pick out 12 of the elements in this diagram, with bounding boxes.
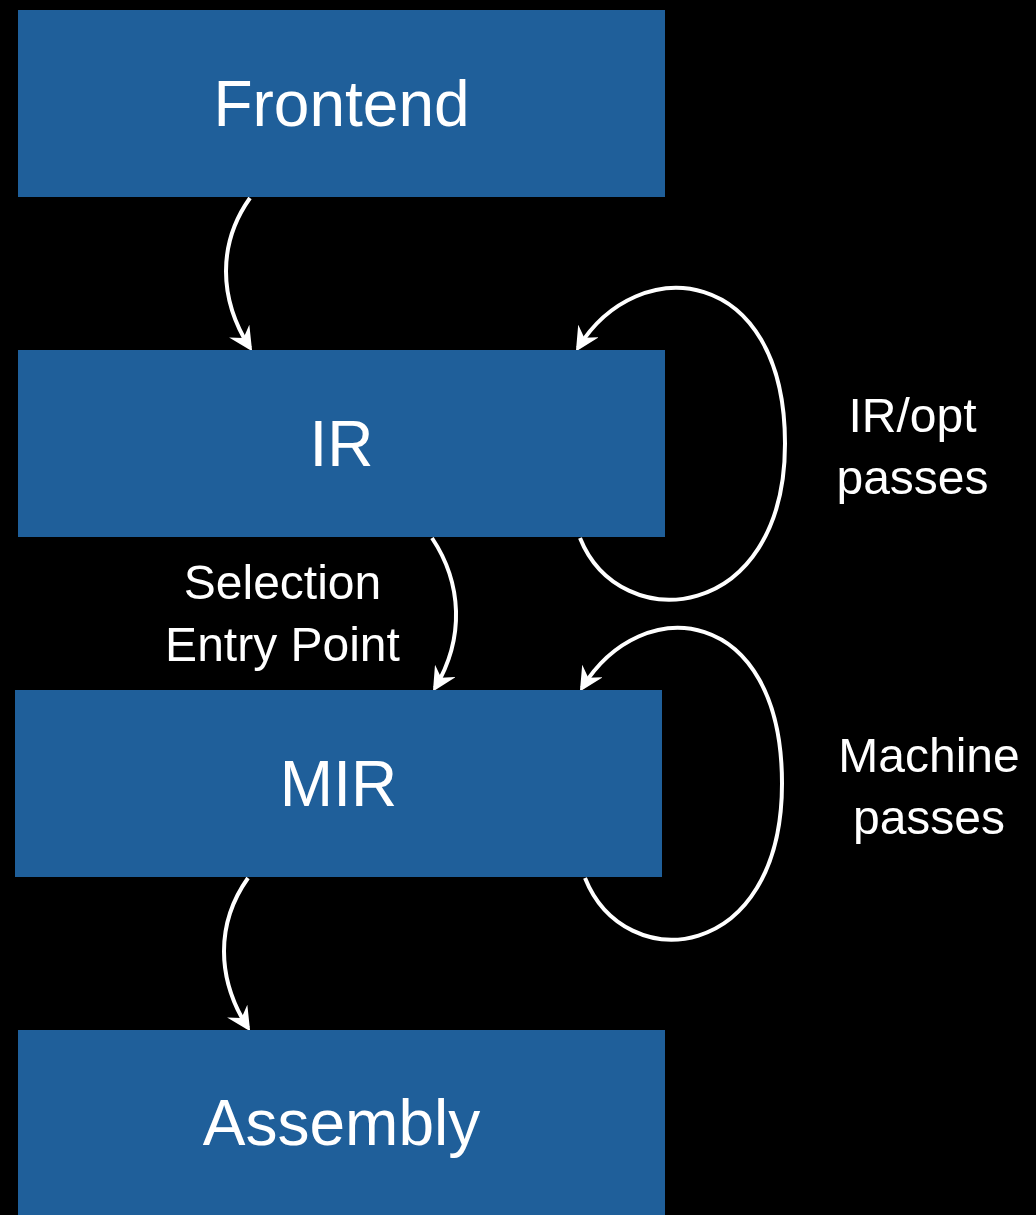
process-box — [18, 350, 665, 537]
curved-arrow — [430, 536, 458, 692]
process-box — [15, 690, 662, 877]
box-label: Frontend — [213, 71, 470, 136]
curved-arrow — [575, 286, 787, 602]
box-label: IR — [309, 411, 374, 476]
process-box — [18, 10, 665, 197]
curved-arrow — [222, 876, 250, 1032]
curved-arrow — [224, 196, 252, 352]
box-label: MIR — [279, 751, 398, 816]
curved-arrow — [579, 626, 784, 942]
process-box — [18, 1030, 665, 1215]
